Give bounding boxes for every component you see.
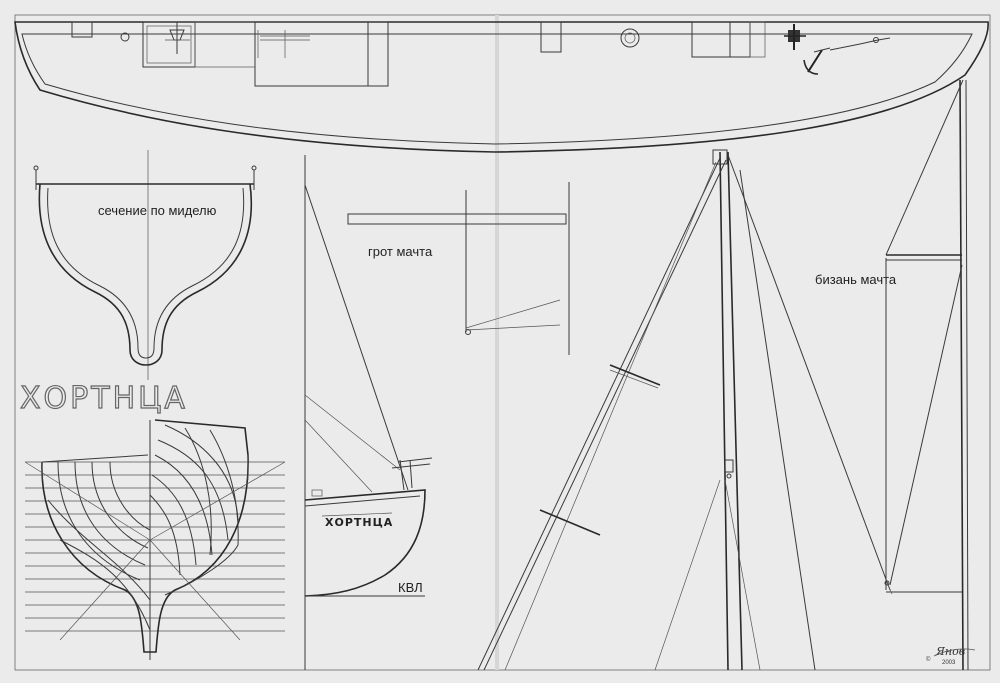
anchor-icon xyxy=(803,37,891,75)
windlass-icon xyxy=(784,24,806,50)
signature-text: Янов xyxy=(935,645,965,658)
body-plan xyxy=(24,419,286,660)
cabin-house xyxy=(254,21,369,87)
deck-plan xyxy=(14,21,989,153)
deck-hatch xyxy=(540,21,562,53)
sheet-border xyxy=(14,14,991,671)
mizzen-mast-label: бизань мачта xyxy=(815,272,897,287)
midship-section-label: сечение по миделю xyxy=(98,203,217,218)
cockpit-frame xyxy=(142,21,196,68)
author-signature: © Янов 2003 xyxy=(926,645,976,666)
main-mast-detail: грот мачта xyxy=(347,182,570,355)
mizzen-mast xyxy=(959,79,964,671)
deck-vent xyxy=(120,32,130,42)
main-mast xyxy=(719,151,729,671)
midship-section: сечение по миделю xyxy=(33,150,257,380)
boat-name-title: ХОРТНЦА xyxy=(20,381,188,416)
stern-profile: ХОРТНЦА КВЛ xyxy=(304,155,433,670)
deck-porthole xyxy=(620,28,640,48)
sail-plan: бизань мачта xyxy=(477,79,969,671)
waterline-label: КВЛ xyxy=(398,580,423,595)
drawing-year: 2003 xyxy=(942,660,956,666)
deck-hatch xyxy=(71,21,93,38)
main-mast-label: грот мачта xyxy=(368,244,433,259)
forward-hatch xyxy=(691,21,731,58)
copyright-symbol: © xyxy=(926,656,931,663)
boom-detail xyxy=(347,213,567,225)
boat-name-hull: ХОРТНЦА xyxy=(325,516,393,529)
